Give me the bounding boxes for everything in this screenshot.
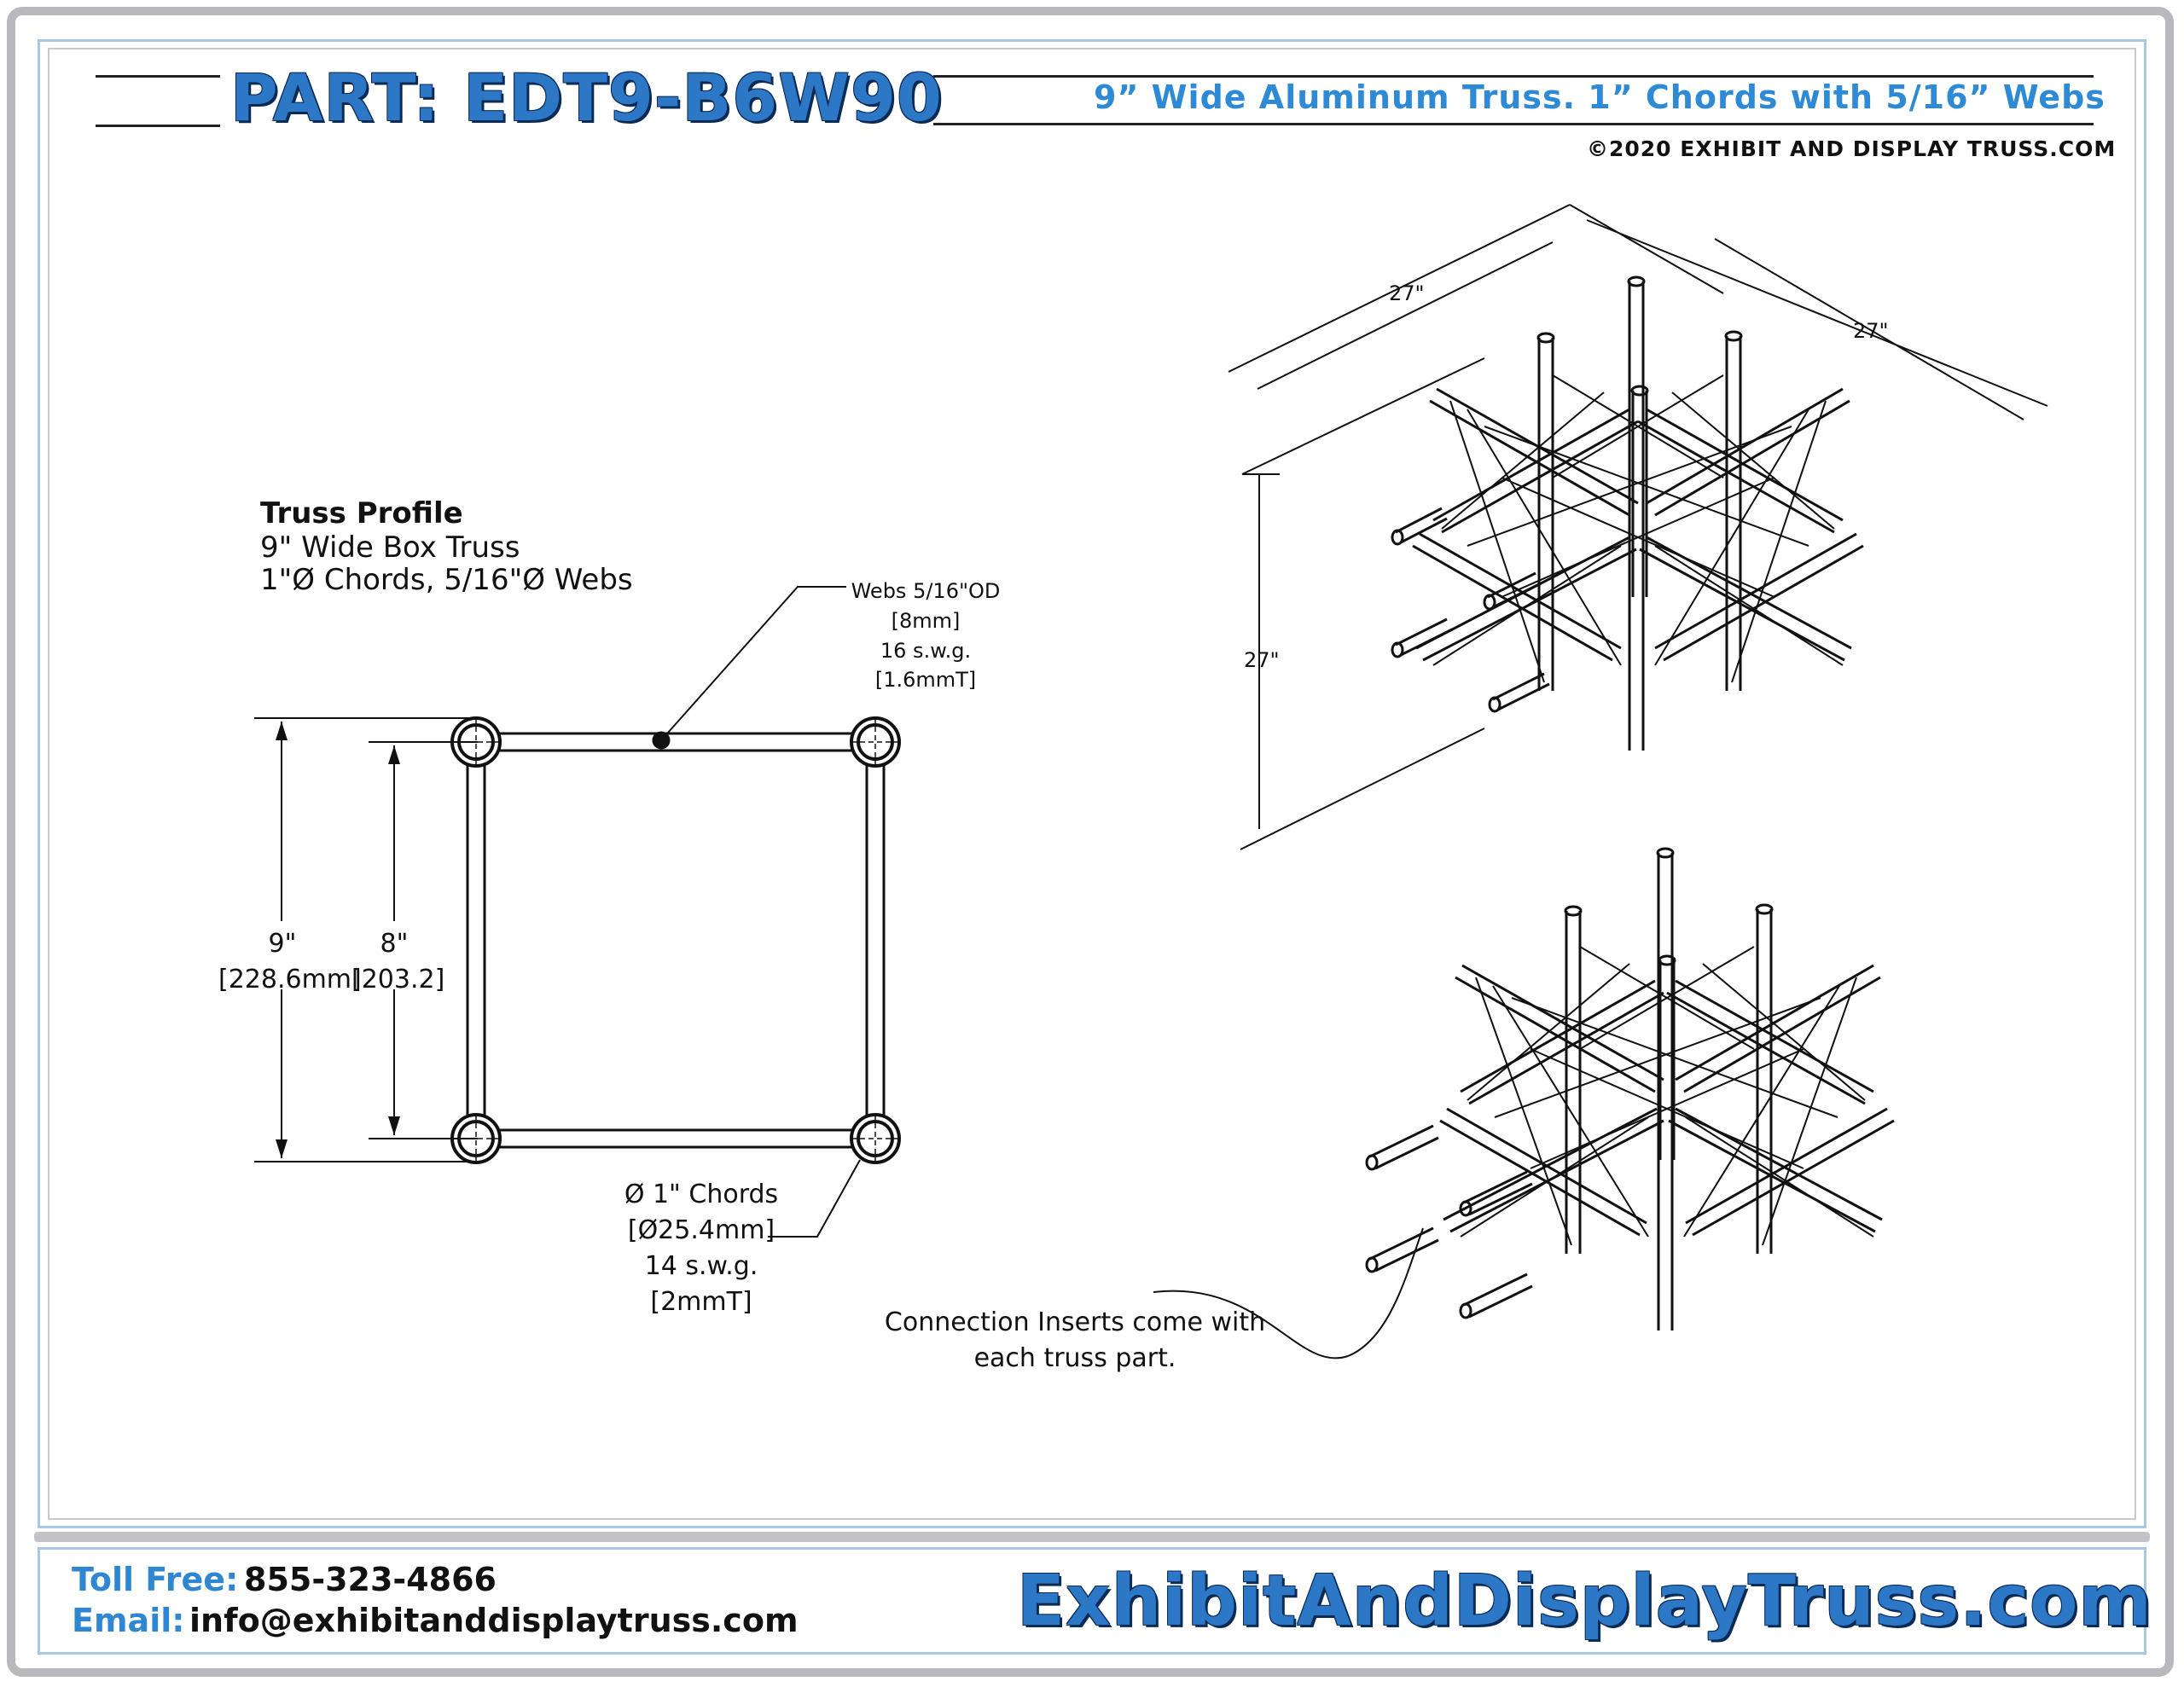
header-rule-right-top [933, 75, 2094, 78]
webs-note-line: [8mm] [891, 608, 961, 633]
header-rule-left-bottom [96, 125, 220, 127]
chords-note-line: Ø 1" Chords [624, 1180, 779, 1209]
footer-box [38, 1547, 2146, 1655]
inserts-note-line: each truss part. [973, 1343, 1176, 1373]
chords-note-line: [2mmT] [650, 1287, 752, 1317]
part-subtitle: 9” Wide Aluminum Truss. 1” Chords with 5… [1094, 78, 2106, 116]
webs-note-line: [1.6mmT] [874, 668, 977, 693]
part-title: PART: EDT9-B6W90 [230, 60, 943, 136]
webs-note-line: 16 s.w.g. [880, 638, 972, 663]
outer-dim-value: 9" [268, 929, 297, 959]
inserts-note-line: Connection Inserts come with [884, 1307, 1266, 1337]
drawing-border-inner [48, 48, 2136, 1520]
iso-dimension-c: 27" [1244, 648, 1280, 672]
profile-line-2: 1"Ø Chords, 5/16"Ø Webs [260, 563, 633, 597]
toll-free-number[interactable]: 855-323-4866 [244, 1561, 497, 1598]
header-rule-left-top [96, 75, 220, 78]
copyright: ©2020 EXHIBIT AND DISPLAY TRUSS.COM [1587, 136, 2117, 161]
inner-dim-value: 8" [380, 929, 409, 959]
profile-line-1: 9" Wide Box Truss [260, 530, 520, 565]
website-link[interactable]: ExhibitAndDisplayTruss.com [1017, 1561, 2152, 1642]
page-frame [7, 7, 2174, 1677]
email-label: Email: [72, 1602, 185, 1639]
header-rule-right-bottom [933, 123, 2094, 125]
profile-title: Truss Profile [260, 496, 463, 530]
outer-dimension: 9" [228.6mm] [218, 926, 362, 998]
isometric-truss-exploded [1153, 847, 1895, 1359]
footer-separator [34, 1532, 2150, 1542]
webs-note-line: Webs 5/16"OD [851, 579, 1001, 603]
drawing-border [38, 39, 2146, 1528]
outer-dim-metric: [228.6mm] [218, 965, 362, 994]
toll-free-label: Toll Free: [72, 1561, 239, 1598]
chords-note-line: 14 s.w.g. [644, 1251, 758, 1281]
chord-circle [450, 716, 901, 1164]
inserts-note: Connection Inserts come with each truss … [879, 1305, 1271, 1377]
email-address[interactable]: info@exhibitanddisplaytruss.com [189, 1602, 799, 1639]
inner-dim-metric: [203.2] [351, 965, 445, 994]
truss-profile-diagram [254, 586, 901, 1238]
isometric-truss-assembled [1228, 204, 2048, 850]
inner-dimension: 8" [203.2] [351, 926, 445, 998]
chords-note-line: [Ø25.4mm] [627, 1215, 775, 1245]
webs-note: Webs 5/16"OD [8mm] 16 s.w.g. [1.6mmT] [845, 577, 1007, 695]
chords-note: Ø 1" Chords [Ø25.4mm] 14 s.w.g. [2mmT] [616, 1177, 787, 1320]
connection-inserts [1365, 1124, 1533, 1319]
